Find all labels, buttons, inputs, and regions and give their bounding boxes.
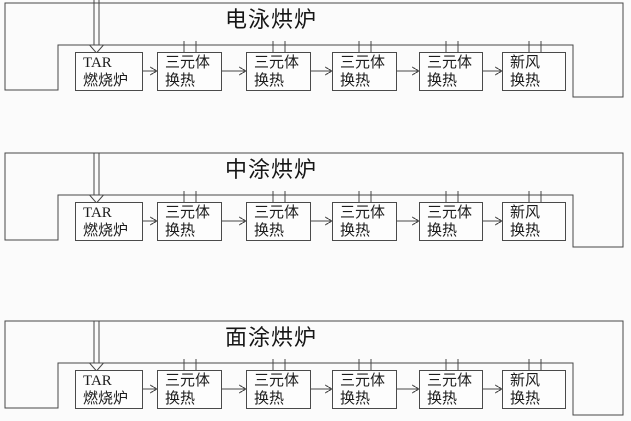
box-label-line2: 换热 xyxy=(510,73,541,89)
process-box-heat-exchanger-3: 三元体 换热 xyxy=(332,370,397,409)
duct-drawing xyxy=(4,152,624,248)
box-label-line2: 燃烧炉 xyxy=(83,391,129,407)
box-label-line2: 换热 xyxy=(510,223,541,239)
process-box-fresh-air: 新风 换热 xyxy=(502,52,566,91)
box-label-line2: 换热 xyxy=(165,73,196,89)
section-title: 电泳烘炉 xyxy=(224,7,317,32)
box-label-line2: 换热 xyxy=(254,391,285,407)
process-box-heat-exchanger-2: 三元体 换热 xyxy=(246,370,311,409)
process-box-heat-exchanger-2: 三元体 换热 xyxy=(246,52,311,91)
box-label-line2: 换热 xyxy=(254,223,285,239)
process-box-heat-exchanger-3: 三元体 换热 xyxy=(332,52,397,91)
section-title: 中涂烘炉 xyxy=(224,157,317,182)
flue-arrow-icon xyxy=(88,44,105,54)
box-label-line2: 换热 xyxy=(427,223,458,239)
process-box-heat-exchanger-2: 三元体 换热 xyxy=(246,202,311,241)
process-box-tar-burner: TAR 燃烧炉 xyxy=(75,202,143,241)
box-label-line1: TAR xyxy=(83,55,112,71)
box-label-line2: 燃烧炉 xyxy=(83,73,129,89)
box-label-line2: 燃烧炉 xyxy=(83,223,129,239)
duct-outline xyxy=(4,320,624,416)
box-label-line1: TAR xyxy=(83,373,112,389)
process-box-heat-exchanger-1: 三元体 换热 xyxy=(157,370,222,409)
section-midcoat-oven: 中涂烘炉 TAR 燃烧炉 三元体 换热 三元体 换热 三元体 换热 三元体 换热… xyxy=(0,150,631,250)
box-label-line2: 换热 xyxy=(427,391,458,407)
box-label-line2: 换热 xyxy=(254,73,285,89)
process-box-heat-exchanger-1: 三元体 换热 xyxy=(157,202,222,241)
duct-outline xyxy=(4,2,624,98)
box-label-line2: 换热 xyxy=(340,223,371,239)
process-box-heat-exchanger-3: 三元体 换热 xyxy=(332,202,397,241)
box-label-line1: 三元体 xyxy=(340,55,386,71)
box-label-line1: 三元体 xyxy=(165,55,211,71)
box-label-line1: 三元体 xyxy=(340,373,386,389)
box-label-line1: 三元体 xyxy=(254,55,300,71)
box-label-line1: 三元体 xyxy=(165,373,211,389)
box-label-line2: 换热 xyxy=(165,391,196,407)
section-electrocoat-oven: 电泳烘炉 TAR 燃烧炉 三元体 换热 三元体 换热 三元体 换热 三元体 换热… xyxy=(0,0,631,100)
process-box-heat-exchanger-4: 三元体 换热 xyxy=(419,370,483,409)
box-label-line2: 换热 xyxy=(510,391,541,407)
box-label-line1: 三元体 xyxy=(340,205,386,221)
box-label-line1: 三元体 xyxy=(427,205,473,221)
box-label-line1: 新风 xyxy=(510,205,541,221)
box-label-line1: 三元体 xyxy=(165,205,211,221)
flue-arrow-icon xyxy=(88,194,105,204)
process-box-heat-exchanger-4: 三元体 换热 xyxy=(419,52,483,91)
box-label-line1: 三元体 xyxy=(254,205,300,221)
box-label-line1: 三元体 xyxy=(427,55,473,71)
box-label-line1: 三元体 xyxy=(427,373,473,389)
process-box-heat-exchanger-4: 三元体 换热 xyxy=(419,202,483,241)
process-box-fresh-air: 新风 换热 xyxy=(502,202,566,241)
flue-arrow-icon xyxy=(88,362,105,372)
duct-outline xyxy=(4,152,624,248)
box-label-line1: TAR xyxy=(83,205,112,221)
box-label-line1: 三元体 xyxy=(254,373,300,389)
section-topcoat-oven: 面涂烘炉 TAR 燃烧炉 三元体 换热 三元体 换热 三元体 换热 三元体 换热… xyxy=(0,318,631,418)
box-label-line2: 换热 xyxy=(165,223,196,239)
box-label-line2: 换热 xyxy=(340,391,371,407)
process-box-tar-burner: TAR 燃烧炉 xyxy=(75,370,143,409)
process-box-tar-burner: TAR 燃烧炉 xyxy=(75,52,143,91)
box-label-line1: 新风 xyxy=(510,373,541,389)
section-title: 面涂烘炉 xyxy=(224,325,317,350)
box-label-line2: 换热 xyxy=(427,73,458,89)
process-box-heat-exchanger-1: 三元体 换热 xyxy=(157,52,222,91)
process-box-fresh-air: 新风 换热 xyxy=(502,370,566,409)
box-label-line1: 新风 xyxy=(510,55,541,71)
box-label-line2: 换热 xyxy=(340,73,371,89)
